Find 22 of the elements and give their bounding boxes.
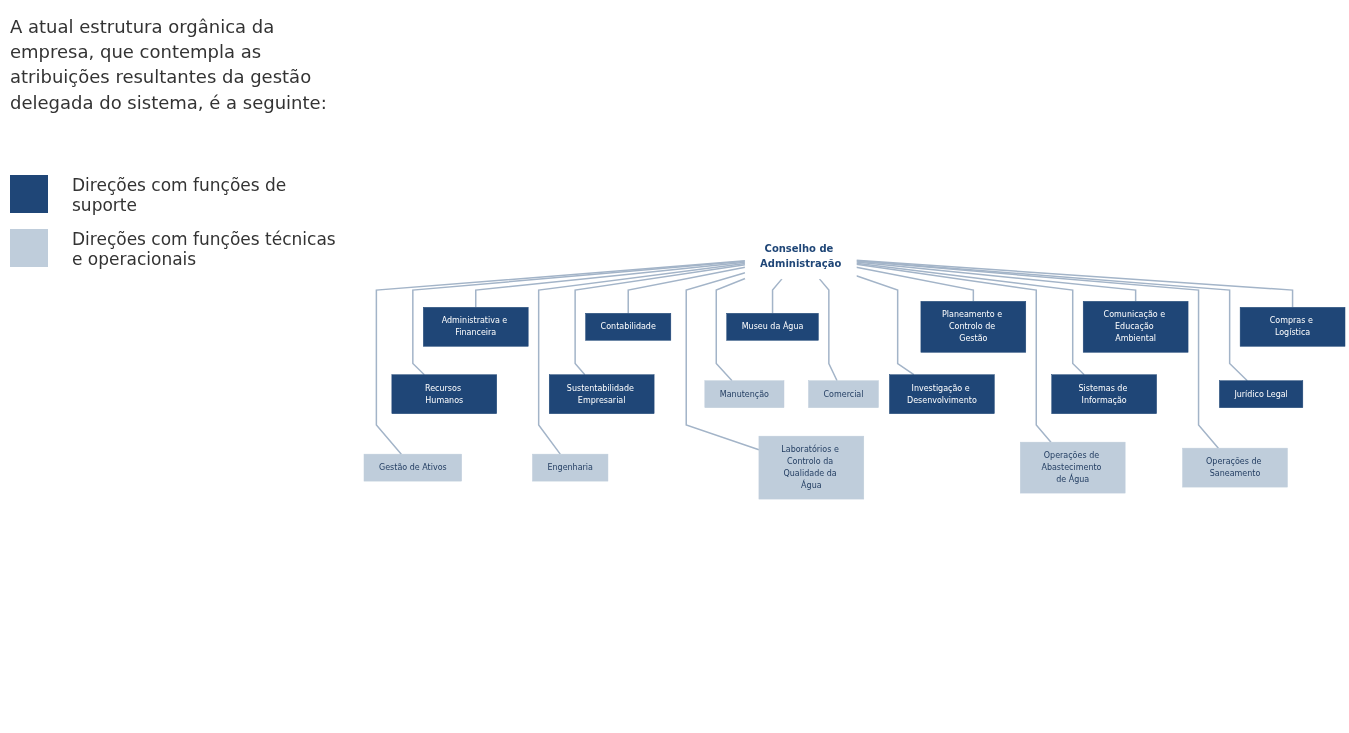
connector bbox=[771, 278, 783, 315]
connector bbox=[855, 261, 1137, 303]
connector bbox=[855, 263, 1052, 443]
connector bbox=[412, 260, 746, 376]
connector bbox=[855, 259, 1294, 309]
connector bbox=[715, 277, 746, 382]
connector bbox=[475, 261, 746, 309]
intro-paragraph: A atual estrutura orgânica da empresa, que contempla as atribuições resultantes da gestão delegada do sistema, é a seguinte: bbox=[10, 15, 328, 115]
legend-text: Direções com funções de suporte bbox=[72, 174, 288, 215]
legend-text: Direções com funções técnicas e operacionais bbox=[72, 228, 337, 269]
connector bbox=[855, 274, 915, 376]
connector bbox=[855, 260, 1220, 449]
connector bbox=[375, 260, 746, 455]
connector bbox=[855, 260, 1249, 382]
connector bbox=[685, 272, 760, 451]
connector bbox=[537, 262, 746, 455]
node-text: Conselho de Administração bbox=[760, 242, 842, 270]
connector bbox=[855, 266, 975, 303]
connector bbox=[855, 262, 1085, 376]
connector bbox=[574, 263, 746, 376]
connector bbox=[818, 278, 838, 382]
connector bbox=[627, 266, 746, 315]
